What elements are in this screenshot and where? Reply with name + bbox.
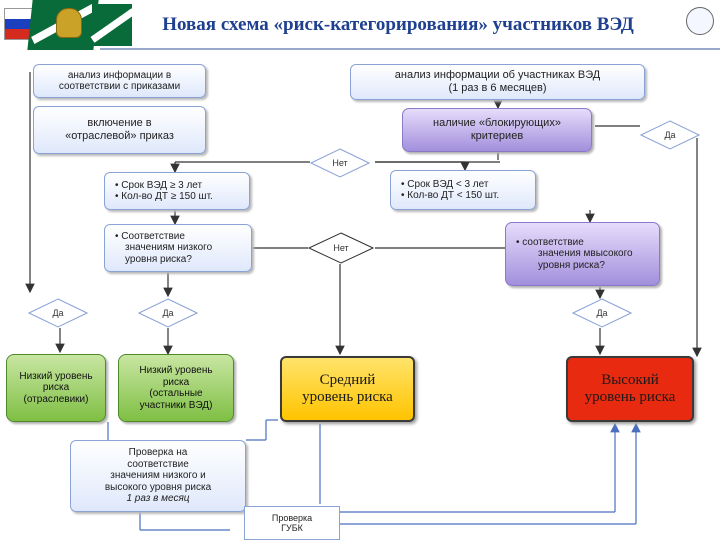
low-other-line2: риска xyxy=(162,376,190,388)
analysis-orders-line1: анализ информации в xyxy=(67,69,172,81)
low-sector-line2: риска xyxy=(42,382,70,394)
decision-yes-right-label: Да xyxy=(664,130,676,140)
decision-yes-mid-label: Да xyxy=(162,308,174,318)
analysis-participants-line2: (1 раз в 6 месяцев) xyxy=(448,82,547,94)
customs-flag-small-icon xyxy=(90,4,136,46)
low-other-line1: Низкий уровень xyxy=(139,365,213,376)
decision-yes-high: Да xyxy=(572,298,632,328)
high-match-line2: значения мвысокого xyxy=(538,248,633,260)
page-title: Новая схема «риск-категорирования» участ… xyxy=(162,14,634,35)
left-terms-line1: • Срок ВЭД ≥ 3 лет xyxy=(115,179,203,191)
low-match-line1: • Соответствие xyxy=(115,230,185,242)
decision-no-mid: Нет xyxy=(308,232,374,264)
sector-order-box: включение в«отраслевой» приказ xyxy=(33,106,206,154)
low-risk-sector-box: Низкий уровень риска (отраслевики) xyxy=(6,354,106,422)
check-match-box: Проверка на соответствие значениям низко… xyxy=(70,440,246,512)
check-gubk-line2: ГУБК xyxy=(281,523,303,533)
right-terms-box: • Срок ВЭД < 3 лет • Кол-во ДТ < 150 шт. xyxy=(390,170,536,210)
high-risk-box: Высокий уровень риска xyxy=(566,356,694,422)
check-gubk-line1: Проверка xyxy=(271,513,313,523)
blocking-criteria-line2: критериев xyxy=(470,130,524,142)
decision-yes-left-label: Да xyxy=(52,308,64,318)
check-match-line2: соответствие xyxy=(127,458,189,470)
low-risk-other-box: Низкий уровень риска (остальные участник… xyxy=(118,354,234,422)
low-match-line3: уровня риска? xyxy=(125,253,192,265)
right-terms-line2: • Кол-во ДТ < 150 шт. xyxy=(401,190,500,201)
customs-emblem-icon xyxy=(56,8,82,38)
analysis-participants-line1: анализ информации об участниках ВЭД xyxy=(394,69,601,82)
low-other-line4: участники ВЭД) xyxy=(139,399,213,411)
high-match-box: • соответствие значения мвысокого уровня… xyxy=(505,222,660,286)
medium-risk-line1: Средний xyxy=(319,372,376,388)
header: Новая схема «риск-категорирования» участ… xyxy=(0,0,720,52)
low-sector-line1: Низкий уровень xyxy=(19,370,93,382)
decision-yes-left: Да xyxy=(28,298,88,328)
check-match-line4: высокого уровня риска xyxy=(104,481,212,493)
low-other-line3: (остальные xyxy=(149,388,203,399)
analysis-orders-line2: соответствии с приказами xyxy=(58,81,181,92)
decision-yes-high-label: Да xyxy=(596,308,608,318)
high-match-line1: • соответствие xyxy=(516,236,584,248)
header-divider xyxy=(100,48,720,50)
high-risk-line1: Высокий xyxy=(601,372,659,388)
left-terms-line2: • Кол-во ДТ ≥ 150 шт. xyxy=(115,191,213,202)
high-match-line3: уровня риска? xyxy=(538,259,605,271)
low-sector-line3: (отраслевики) xyxy=(23,393,89,405)
low-match-line2: значениям низкого xyxy=(125,242,213,254)
check-match-line1: Проверка на xyxy=(128,447,188,459)
decision-no-mid-label: Нет xyxy=(333,243,349,253)
analysis-participants-box: анализ информации об участниках ВЭД(1 ра… xyxy=(350,64,645,100)
decision-no-top-label: Нет xyxy=(332,158,348,168)
sector-order-line2: «отраслевой» приказ xyxy=(65,130,174,142)
right-terms-line1: • Срок ВЭД < 3 лет xyxy=(401,178,489,190)
check-frequency: 1 раз в месяц xyxy=(126,493,190,505)
medium-risk-line2: уровень риска xyxy=(302,389,393,405)
sector-order-line1: включение в xyxy=(87,117,152,130)
check-match-line3: значениям низкого и xyxy=(110,470,206,482)
blocking-criteria-box: наличие «блокирующих»критериев xyxy=(402,108,592,152)
high-risk-line2: уровень риска xyxy=(584,389,676,405)
decision-yes-right: Да xyxy=(640,120,700,150)
check-gubk-box: Проверка ГУБК xyxy=(244,506,340,540)
blocking-criteria-line1: наличие «блокирующих» xyxy=(433,117,561,130)
medium-risk-box: Средний уровень риска xyxy=(280,356,415,422)
nav-circle-button[interactable] xyxy=(686,7,714,35)
decision-yes-mid: Да xyxy=(138,298,198,328)
left-terms-box: • Срок ВЭД ≥ 3 лет • Кол-во ДТ ≥ 150 шт. xyxy=(104,172,250,210)
decision-no-top: Нет xyxy=(310,148,370,178)
low-match-box: • Соответствие значениям низкого уровня … xyxy=(104,224,252,272)
